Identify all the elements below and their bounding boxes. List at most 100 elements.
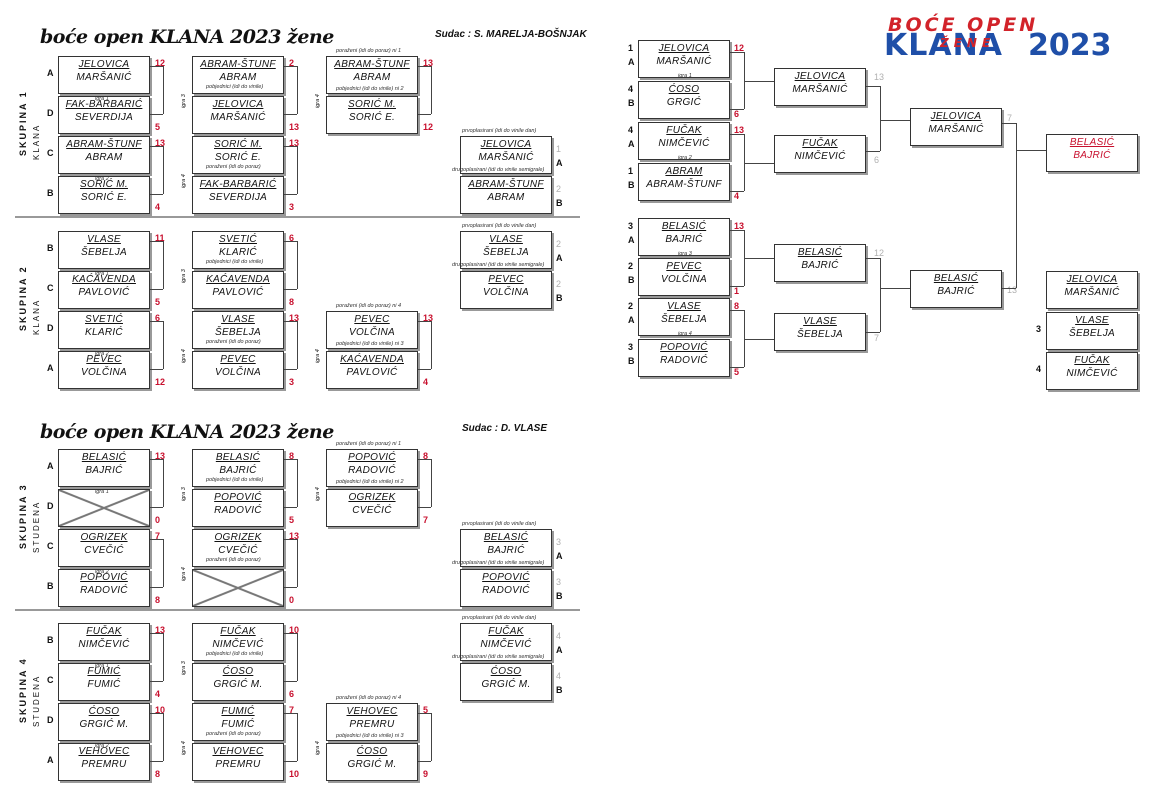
placement-number: 3 bbox=[556, 577, 562, 587]
caption-label: igra 3 bbox=[181, 661, 187, 675]
team-player-2: VOLČINA bbox=[214, 367, 261, 378]
team-box bbox=[58, 489, 150, 527]
team-player-2: ŠEBELJA bbox=[482, 247, 529, 258]
seed-letter: A bbox=[556, 158, 563, 168]
seed-letter: B bbox=[628, 275, 635, 285]
caption-label: drugoplasirani (idi do vinile semigrale) bbox=[452, 560, 545, 566]
team-player-2: CVEČIĆ bbox=[218, 545, 258, 556]
team-player-2: ŠEBELJA bbox=[80, 247, 127, 258]
bracket-line bbox=[284, 587, 297, 588]
bracket-line bbox=[284, 633, 297, 634]
rank-number: 3 bbox=[1036, 324, 1042, 334]
team-player-1: BELASIĆ bbox=[215, 452, 261, 463]
team-player-2: KLARIĆ bbox=[85, 327, 123, 338]
match-score: 5 bbox=[289, 515, 295, 525]
match-score: 4 bbox=[423, 377, 429, 387]
caption-label: pobjednici (idi do vinile) bbox=[206, 259, 264, 265]
bracket-line bbox=[163, 539, 164, 587]
team-player-2: PREMRU bbox=[349, 719, 395, 730]
match-score: 10 bbox=[289, 625, 300, 635]
match-score: 3 bbox=[289, 202, 295, 212]
team-player-1: JELOVICA bbox=[480, 139, 532, 150]
caption-label: igra 4 bbox=[181, 567, 187, 581]
bracket-line bbox=[744, 338, 774, 340]
match-score: 1 bbox=[734, 286, 740, 296]
seed-number: 4 bbox=[628, 84, 634, 94]
team-player-1: FUMIĆ bbox=[221, 706, 255, 717]
seed-letter: B bbox=[556, 293, 563, 303]
bracket-line bbox=[150, 681, 163, 682]
team-player-2: CVEČIĆ bbox=[84, 545, 124, 556]
bracket-line bbox=[150, 369, 163, 370]
group-label: SKUPINA 4 bbox=[18, 657, 28, 723]
team-player-2: SEVERDIJA bbox=[74, 112, 134, 123]
seed-number: 3 bbox=[628, 221, 634, 231]
team-player-1: OGRIZEK bbox=[348, 492, 396, 503]
team-box: SORIĆ M.SORIĆ E. bbox=[192, 136, 284, 174]
team-player-2: VOLČINA bbox=[660, 274, 707, 285]
team-player-1: FUČAK bbox=[220, 626, 256, 637]
seed-letter: B bbox=[47, 581, 54, 591]
bracket-line bbox=[284, 459, 297, 460]
seed-letter: A bbox=[47, 68, 54, 78]
team-player-1: SORIĆ M. bbox=[348, 99, 396, 110]
team-player-2: MARŠANIĆ bbox=[478, 152, 534, 163]
team-box bbox=[192, 569, 284, 607]
team-player-1: KAĆAVENDA bbox=[206, 274, 270, 285]
match-score: 6 bbox=[289, 233, 295, 243]
match-score: 8 bbox=[289, 297, 295, 307]
team-player-2: NIMČEVIĆ bbox=[794, 151, 846, 162]
seed-letter: A bbox=[628, 235, 635, 245]
bracket-line bbox=[418, 507, 431, 508]
bracket-line bbox=[150, 321, 163, 322]
bracket-line bbox=[297, 713, 298, 761]
team-player-2: PAVLOVIĆ bbox=[346, 367, 398, 378]
team-player-2: PREMRU bbox=[81, 759, 127, 770]
bracket-line bbox=[284, 321, 297, 322]
caption-label: igra 3 bbox=[181, 269, 187, 283]
bracket-line bbox=[730, 230, 744, 231]
team-player-2: PAVLOVIĆ bbox=[78, 287, 130, 298]
match-score: 3 bbox=[289, 377, 295, 387]
team-player-1: FUČAK bbox=[488, 626, 524, 637]
seed-letter: C bbox=[47, 675, 54, 685]
team-player-1: BELASIĆ bbox=[483, 532, 529, 543]
caption-label: igra 4 bbox=[181, 741, 187, 755]
caption-label: prvoplasirani (idi do vinile dan) bbox=[462, 223, 537, 229]
match-score: 8 bbox=[155, 595, 161, 605]
team-player-2: PAVLOVIĆ bbox=[212, 287, 264, 298]
placement-number: 2 bbox=[556, 279, 562, 289]
bracket-line bbox=[431, 66, 432, 114]
team-player-1: POPOVIĆ bbox=[348, 452, 396, 463]
bracket-line bbox=[163, 66, 164, 114]
team-player-2: GRGIĆ bbox=[666, 97, 702, 108]
team-player-1: VLASE bbox=[221, 314, 255, 325]
bracket-line bbox=[297, 321, 298, 369]
seed-number: 2 bbox=[628, 261, 634, 271]
caption-label: prvoplasirani (idi do vinile dan) bbox=[462, 615, 537, 621]
match-score: 6 bbox=[734, 109, 740, 119]
seed-letter: C bbox=[47, 148, 54, 158]
bracket-line bbox=[284, 194, 297, 195]
bracket-line bbox=[880, 258, 881, 332]
team-player-1: ĆOSO bbox=[490, 666, 522, 677]
team-player-2: ABRAM bbox=[219, 72, 257, 83]
team-player-2: BAJRIĆ bbox=[487, 545, 525, 556]
bracket-line bbox=[150, 633, 163, 634]
team-box: SORIĆ M.SORIĆ E. bbox=[58, 176, 150, 214]
caption-label: poraženi (idi do poraz) bbox=[206, 164, 261, 170]
team-player-1: JELOVICA bbox=[212, 99, 264, 110]
caption-label: igra 1 bbox=[678, 73, 692, 79]
seed-letter: D bbox=[47, 323, 54, 333]
